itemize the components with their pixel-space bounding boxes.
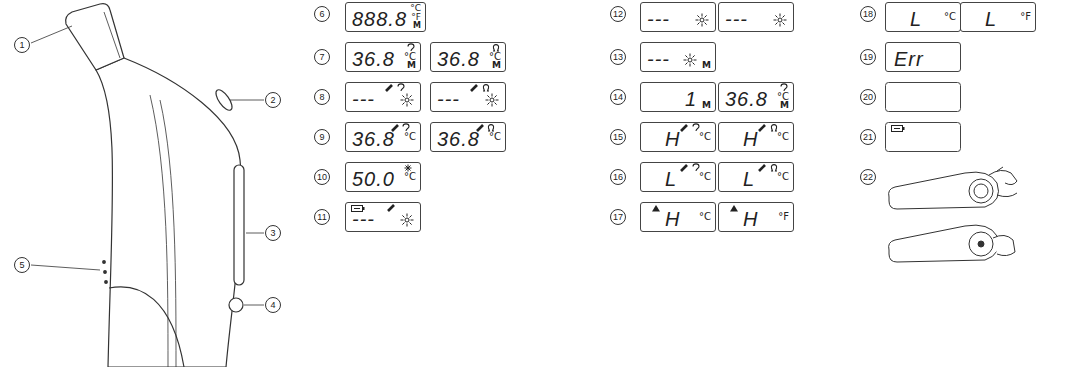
display-reading: 888.8 xyxy=(352,8,407,30)
callout-number: 14 xyxy=(610,89,626,105)
unit-symbol: °C xyxy=(944,12,956,22)
display-reading: --- xyxy=(352,208,375,230)
lcd-display: H °C xyxy=(718,122,794,152)
battery-change-drawing xyxy=(889,167,1017,262)
callout-number: 13 xyxy=(610,49,626,65)
blank-display xyxy=(886,83,961,112)
leader-lines xyxy=(31,26,264,305)
battery-display xyxy=(886,123,961,152)
callout-number: 18 xyxy=(860,6,876,22)
display-reading: 36.8 xyxy=(437,128,480,150)
unit-symbol: °C xyxy=(410,4,421,13)
callout-number: 10 xyxy=(314,169,330,185)
lcd-display: L °C xyxy=(718,162,794,192)
display-icons xyxy=(352,14,788,227)
callout-number: 20 xyxy=(860,89,876,105)
display-reading: --- xyxy=(647,48,670,70)
display-reading: --- xyxy=(725,8,748,30)
lcd-display: H °F xyxy=(718,202,794,232)
unit-symbol: °C xyxy=(699,212,711,222)
memory-indicator: M xyxy=(413,22,421,30)
callout-number: 12 xyxy=(610,6,626,22)
unit-symbol: °F xyxy=(411,13,421,22)
display-reading: 1 xyxy=(685,88,697,110)
display-reading: H xyxy=(743,208,758,230)
lcd-display: 36.8°CM xyxy=(345,42,421,72)
lcd-display: 1M xyxy=(640,82,716,112)
memory-indicator: M xyxy=(780,101,789,110)
display-reading: Err xyxy=(894,48,924,70)
unit-symbol: °C xyxy=(699,132,711,142)
memory-indicator: M xyxy=(492,61,501,70)
display-reading: 36.8 xyxy=(725,88,768,110)
display-reading: L xyxy=(665,168,677,190)
lcd-display: 36.8°CM xyxy=(430,42,506,72)
display-reading: 36.8 xyxy=(352,128,395,150)
callout-number: 6 xyxy=(314,6,330,22)
lcd-display: --- xyxy=(718,2,794,32)
unit-symbol: °C xyxy=(777,132,789,142)
callout-number: 5 xyxy=(14,257,30,273)
display-reading: --- xyxy=(352,88,375,110)
display-reading: H xyxy=(665,208,680,230)
unit-symbol: °F xyxy=(778,212,789,222)
callout-number: 19 xyxy=(860,49,876,65)
memory-indicator: M xyxy=(702,61,711,70)
unit-symbol: °C xyxy=(777,172,789,182)
callout-number: 22 xyxy=(860,169,876,185)
lcd-display: 36.8 °C xyxy=(430,122,506,152)
unit-symbol: °C xyxy=(699,172,711,182)
lcd-display: L °C xyxy=(885,2,961,32)
lcd-display: L °F xyxy=(960,2,1036,32)
display-reading: --- xyxy=(437,88,460,110)
lcd-display: H °C xyxy=(640,202,716,232)
lcd-display: --- xyxy=(640,2,716,32)
callout-number: 8 xyxy=(314,89,330,105)
lcd-display: --- xyxy=(345,202,421,232)
callout-number: 3 xyxy=(265,225,281,241)
display-reading: L xyxy=(743,168,755,190)
callout-number: 17 xyxy=(610,209,626,225)
callout-number: 4 xyxy=(265,297,281,313)
lcd-display: --- M xyxy=(640,42,716,72)
lcd-display: --- xyxy=(345,82,421,112)
lcd-display: Err xyxy=(885,42,961,72)
display-reading: L xyxy=(985,8,997,30)
lcd-display: 36.8 °C xyxy=(345,122,421,152)
callout-number: 11 xyxy=(314,209,330,225)
callout-number: 15 xyxy=(610,129,626,145)
unit-symbol: °F xyxy=(1020,12,1031,22)
unit-symbol: °C xyxy=(404,132,416,142)
lcd-display: 50.0 °C xyxy=(345,162,421,192)
display-reading: 50.0 xyxy=(352,168,395,190)
memory-indicator: M xyxy=(407,61,416,70)
display-reading: H xyxy=(743,128,758,150)
display-reading: 36.8 xyxy=(437,48,480,70)
unit-symbol: °C xyxy=(404,172,416,182)
memory-indicator: M xyxy=(702,101,711,110)
lcd-display: --- xyxy=(430,82,506,112)
callout-number: 16 xyxy=(610,169,626,185)
callout-number: 21 xyxy=(860,129,876,145)
lcd-display: L °C xyxy=(640,162,716,192)
lcd-display: 36.8°CM xyxy=(718,82,794,112)
callout-number: 1 xyxy=(14,37,30,53)
lcd-display: 888.8°C°FM xyxy=(345,2,426,32)
display-reading: 36.8 xyxy=(352,48,395,70)
callout-number: 7 xyxy=(314,49,330,65)
display-reading: H xyxy=(665,128,680,150)
thermometer-drawing xyxy=(66,4,244,367)
display-reading: --- xyxy=(647,8,670,30)
callout-number: 2 xyxy=(265,92,281,108)
display-reading: L xyxy=(910,8,922,30)
lcd-display: H °C xyxy=(640,122,716,152)
unit-symbol: °C xyxy=(489,132,501,142)
callout-number: 9 xyxy=(314,129,330,145)
